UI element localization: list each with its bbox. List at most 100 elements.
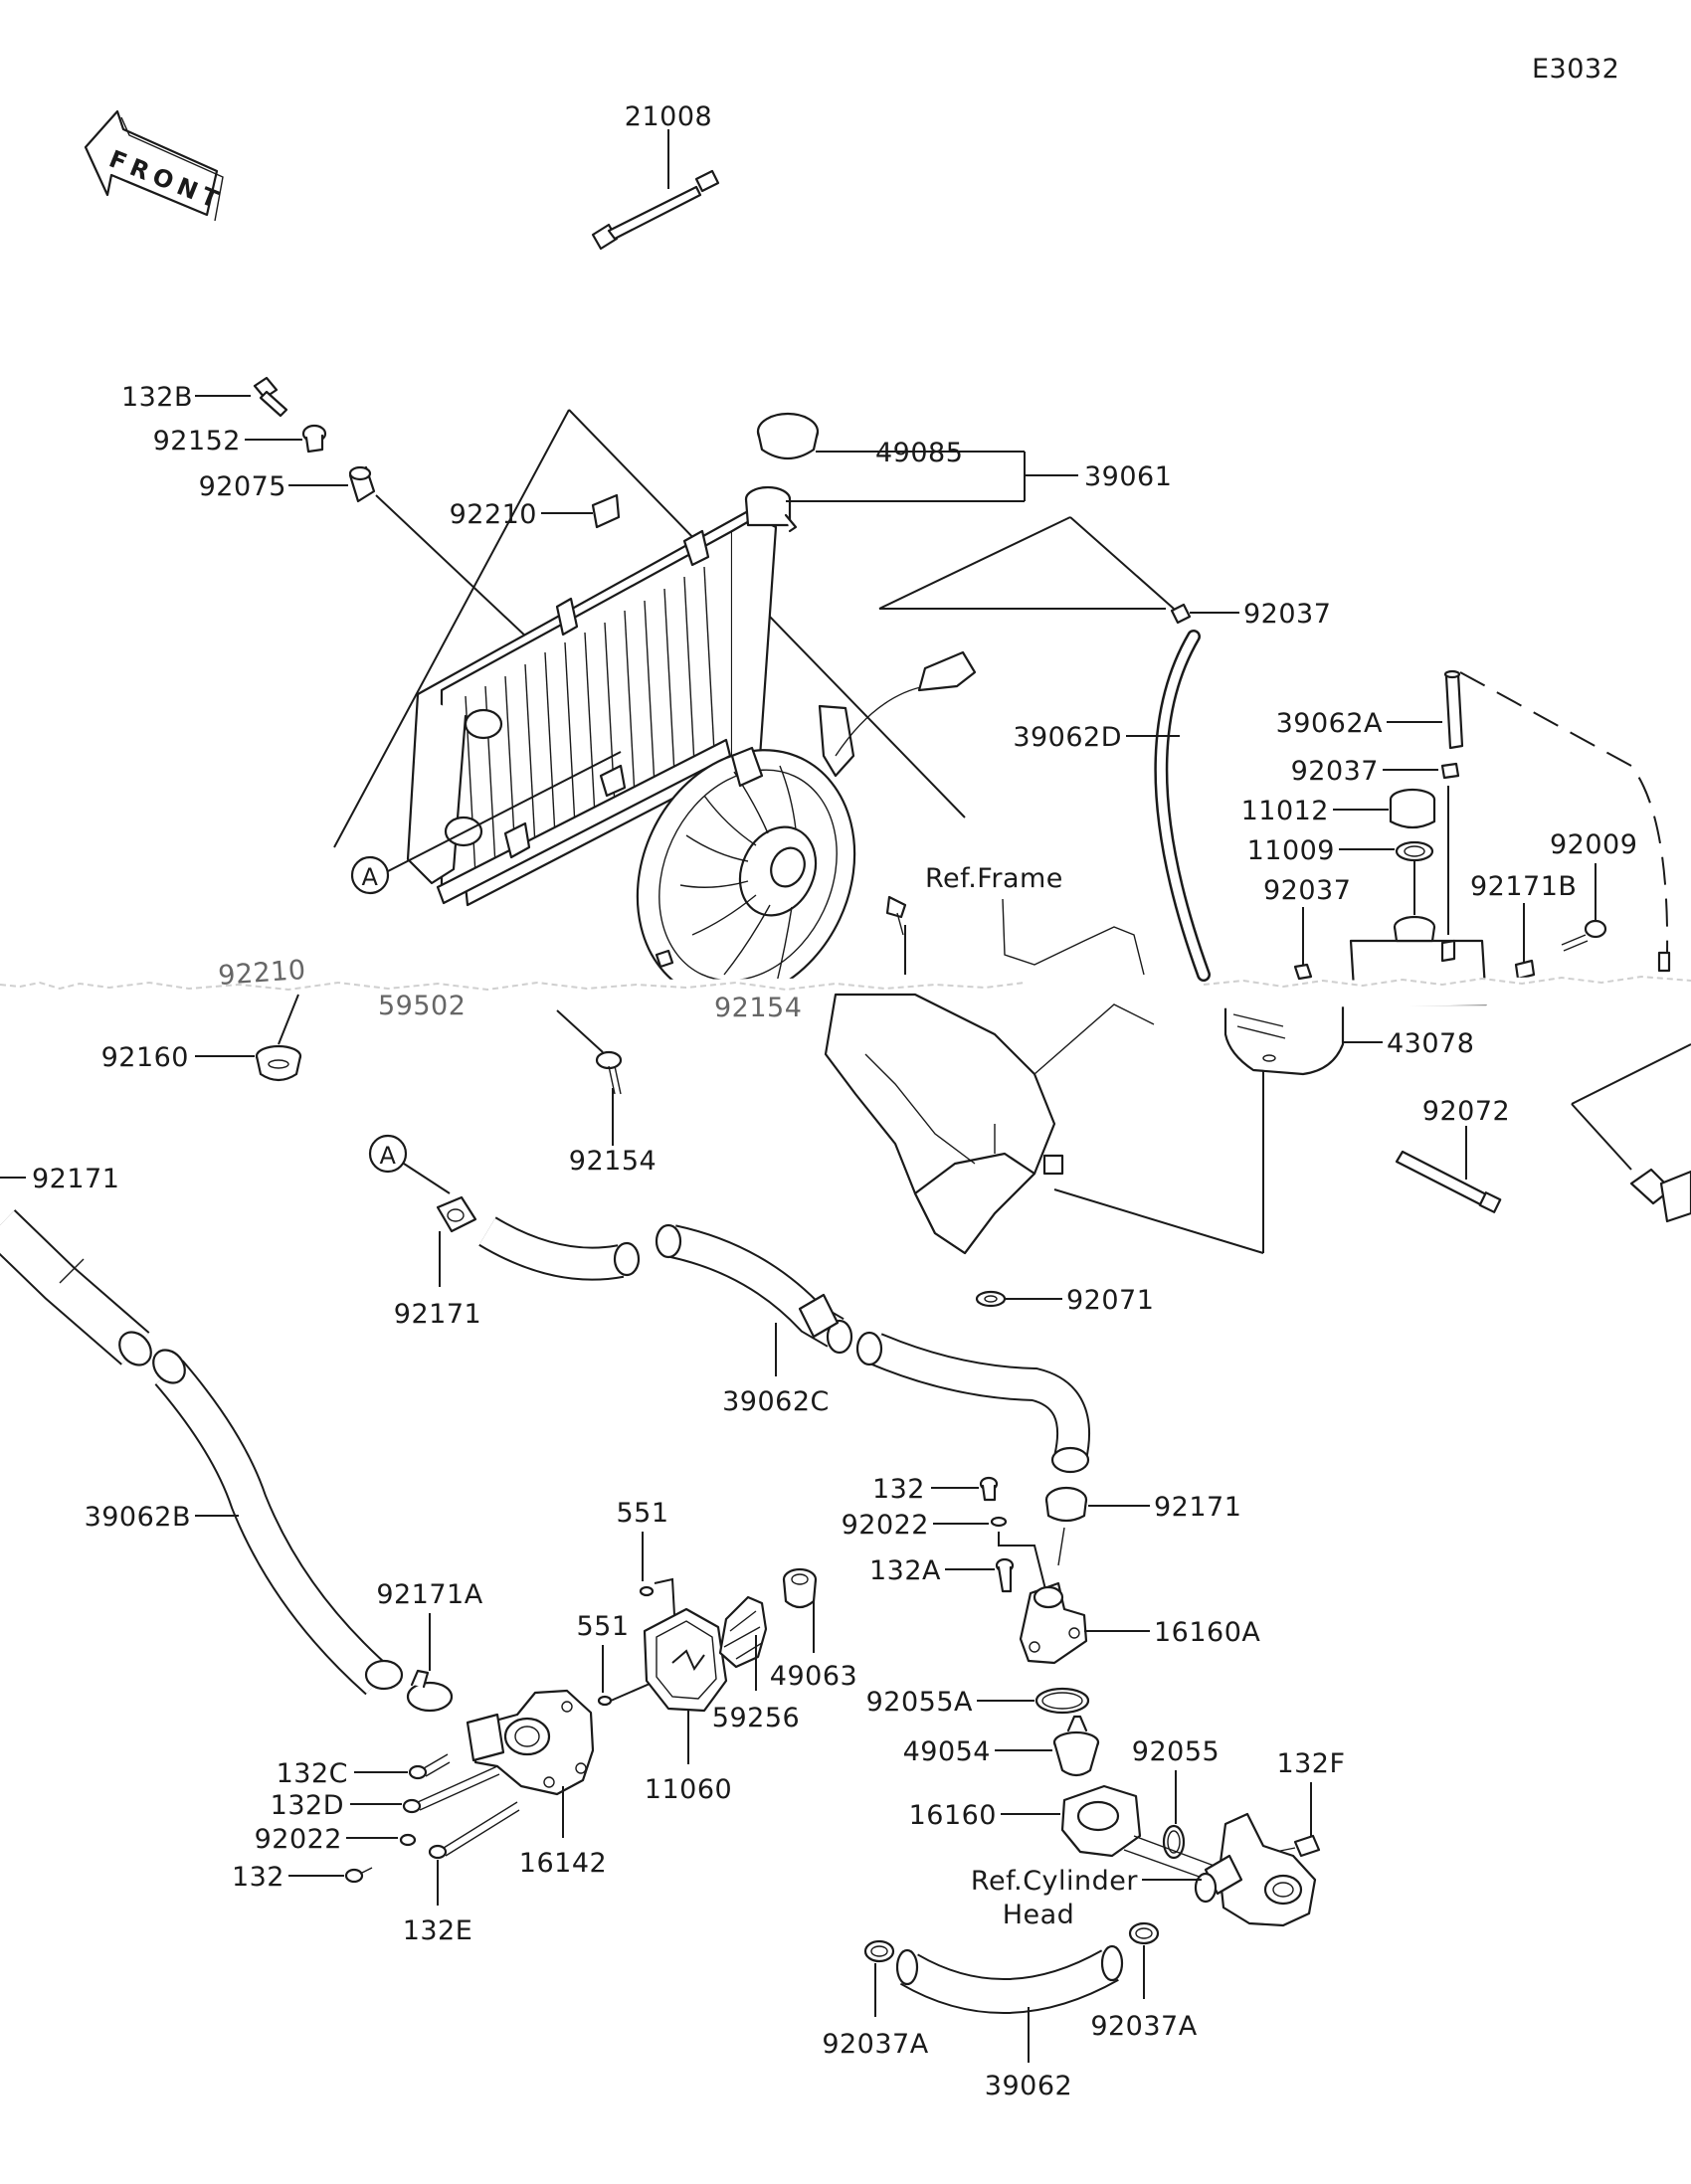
torn-edge-right: [1203, 975, 1691, 1008]
label-92152: 92152: [153, 426, 241, 456]
damper-92075-part: [348, 465, 376, 503]
label-16142: 16142: [519, 1848, 607, 1879]
bolt-92009-part: [1561, 919, 1607, 952]
bolt-132b-part: [253, 376, 288, 418]
bolt-132f-part: [1274, 1834, 1321, 1858]
label-92154-fan: 92154: [714, 993, 802, 1023]
label-92037-reservoir: 92037: [1291, 756, 1379, 787]
damper-92071-part: [975, 1290, 1007, 1308]
label-132c: 132C: [277, 1758, 348, 1789]
washer-92022-bottom-part: [399, 1833, 417, 1847]
front-arrow-icon: FRONT: [84, 109, 228, 222]
clip-92210-part: [591, 493, 621, 529]
clamp-92037-reservoir-part: [1440, 762, 1460, 780]
hose-39062b-part: [0, 1209, 404, 1696]
thermostat-49054-part: [1052, 1715, 1100, 1777]
screw-92154-part: [595, 1050, 623, 1095]
clamp-92037a-right-part: [1128, 1921, 1160, 1945]
grommet-92160-part: [255, 1044, 302, 1082]
thermostat-housing-16160-part: [1060, 1784, 1221, 1881]
clamp-92037a-left-part: [863, 1939, 895, 1963]
gasket-11009-part: [1395, 840, 1434, 862]
label-92037a-left: 92037A: [822, 2029, 928, 2060]
label-92075: 92075: [199, 471, 286, 502]
clamp-92037-top-part: [1170, 603, 1192, 625]
label-49063: 49063: [770, 1661, 857, 1692]
label-92210-partial: 92210: [217, 955, 306, 992]
pin-551-b-part: [597, 1695, 613, 1707]
clip-92171b-part: [1514, 959, 1536, 981]
bolt-132e-part: [428, 1801, 520, 1860]
label-39062a: 39062A: [1276, 708, 1383, 739]
radiator-cap-part: [756, 412, 820, 460]
clamp-right-edge-part: [1629, 1168, 1691, 1223]
bolt-132a-part: [995, 1557, 1015, 1593]
label-92022-top: 92022: [842, 1510, 929, 1541]
reservoir-cap-11012-part: [1389, 788, 1436, 829]
label-132e: 132E: [403, 1915, 473, 1946]
clamp-92037-mid-part: [1293, 963, 1313, 981]
svg-text:A: A: [362, 863, 379, 891]
hose-39062a-part: [1443, 669, 1464, 750]
label-92022-bottom: 92022: [255, 1824, 342, 1855]
label-43078: 43078: [1387, 1028, 1474, 1059]
bolt-132-top-part: [979, 1476, 999, 1502]
hose-39062d-part: [1154, 630, 1211, 982]
pump-cover-gasket-11060-part: [643, 1607, 728, 1713]
label-39062d: 39062D: [1013, 722, 1122, 753]
diagram-code: E3032: [1532, 54, 1619, 85]
svg-text:A: A: [380, 1142, 397, 1170]
washer-92022-top-part: [990, 1516, 1008, 1528]
water-pipe-fitting-part: [1194, 1812, 1317, 1927]
clamp-92171-top-part: [1044, 1486, 1088, 1566]
label-132-bottom: 132: [232, 1862, 284, 1893]
ref-frame-label: Ref.Frame: [925, 863, 1063, 894]
label-92171b: 92171B: [1470, 871, 1577, 902]
cable-tie-92072-part: [1395, 1150, 1502, 1213]
label-551-a: 551: [616, 1498, 668, 1529]
label-92071: 92071: [1066, 1285, 1154, 1316]
label-92037a-right: 92037A: [1090, 2011, 1197, 2042]
label-551-b: 551: [576, 1611, 629, 1642]
radiator-filler-neck-part: [744, 485, 798, 533]
thermostat-cover-16160a-part: [1019, 1581, 1088, 1665]
callout-a-lower: A: [368, 1134, 408, 1174]
label-92055: 92055: [1132, 1736, 1220, 1767]
bolt-132c-part: [408, 1753, 451, 1780]
ref-cylinder-label: Ref.Cylinder: [971, 1866, 1138, 1897]
label-92171-left: 92171: [32, 1164, 119, 1194]
label-92210: 92210: [450, 499, 537, 530]
o-ring-92055-part: [1162, 1824, 1186, 1860]
mechanical-seal-49063-part: [782, 1567, 818, 1609]
label-11009: 11009: [1247, 835, 1335, 866]
label-92171-top: 92171: [1154, 1492, 1241, 1523]
bolt-132-bottom-part: [344, 1867, 373, 1884]
label-92171a: 92171A: [376, 1579, 482, 1610]
label-92072: 92072: [1422, 1096, 1510, 1127]
label-59502: 59502: [378, 991, 466, 1021]
hose-39062c-part: [478, 1216, 1090, 1474]
label-92037-mid: 92037: [1263, 875, 1351, 906]
label-11012: 11012: [1241, 796, 1329, 826]
label-92055a: 92055A: [866, 1687, 973, 1718]
label-92160: 92160: [101, 1042, 189, 1073]
label-132d: 132D: [271, 1790, 344, 1821]
water-pump-body-16142-part: [466, 1689, 595, 1796]
label-49085: 49085: [875, 438, 963, 468]
label-21008: 21008: [625, 101, 712, 132]
screw-92154-fan-part: [885, 895, 907, 936]
collar-92152-part: [301, 424, 327, 454]
clamp-92171a-part: [406, 1669, 454, 1713]
clamp-92171-a-part: [436, 1195, 477, 1233]
label-16160: 16160: [909, 1800, 997, 1831]
bolt-132d-part: [402, 1765, 500, 1814]
label-132b: 132B: [121, 382, 193, 413]
o-ring-92055a-part: [1034, 1687, 1090, 1715]
label-39061: 39061: [1084, 461, 1172, 492]
cooling-fan-part: [636, 650, 977, 1001]
label-39062: 39062: [985, 2071, 1072, 2101]
label-92154: 92154: [569, 1146, 657, 1177]
torn-edge-left: [0, 977, 1026, 1012]
label-39062b: 39062B: [85, 1502, 191, 1533]
